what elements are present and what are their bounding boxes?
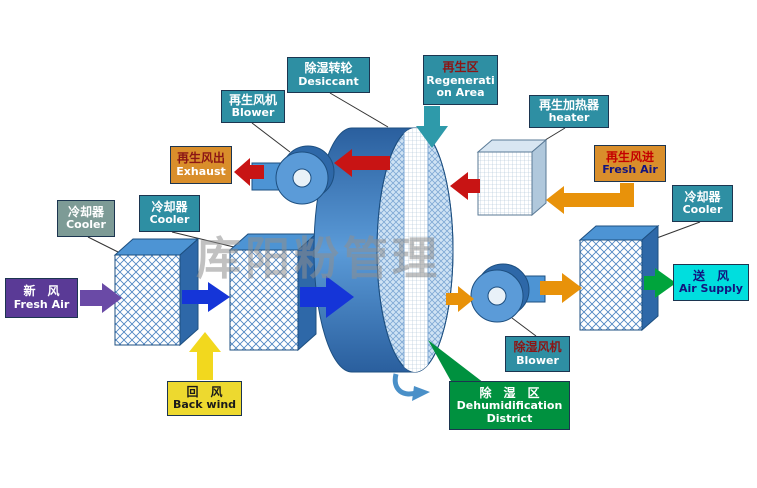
label-exhaust: 再生风出 Exhaust bbox=[170, 146, 232, 184]
dry-air-arrow-1 bbox=[446, 286, 474, 312]
label-fresh-air-en: Fresh Air bbox=[13, 297, 70, 311]
process-air-arrow-2 bbox=[300, 276, 354, 318]
desiccant-wheel bbox=[313, 127, 454, 401]
label-regen-fresh-air: 再生风进 Fresh Air bbox=[594, 145, 666, 182]
regen-hot-air-arrow bbox=[450, 172, 480, 200]
label-air-supply: 送 风 Air Supply bbox=[673, 264, 749, 301]
label-regeneration-area: 再生区 Regenerati on Area bbox=[423, 55, 498, 105]
label-dehumid-district: 除 湿 区 Dehumidification District bbox=[449, 381, 570, 430]
label-desiccant-zh: 除湿转轮 bbox=[304, 61, 353, 76]
label-cooler-right: 冷却器 Cooler bbox=[672, 185, 733, 222]
label-cooler-right-zh: 冷却器 bbox=[684, 189, 721, 204]
label-regen-blower: 再生风机 Blower bbox=[221, 90, 285, 123]
regen-blower-fan bbox=[251, 145, 335, 205]
label-cooler-far-left-zh: 冷却器 bbox=[67, 204, 104, 219]
dehumid-district-pointer bbox=[428, 340, 484, 383]
label-air-supply-en: Air Supply bbox=[679, 282, 743, 296]
label-fresh-air-zh: 新 风 bbox=[23, 284, 60, 299]
airflow-arrows bbox=[80, 106, 676, 383]
label-connector-lines bbox=[87, 92, 701, 337]
label-desiccant: 除湿转轮 Desiccant bbox=[287, 57, 370, 93]
label-dehumid-blower: 除湿风机 Blower bbox=[505, 336, 570, 372]
label-regen-heater-en: heater bbox=[548, 111, 590, 125]
label-back-wind-zh: 回 风 bbox=[186, 384, 223, 399]
regen-wet-air-arrow bbox=[334, 149, 390, 177]
fresh-air-arrow bbox=[80, 283, 122, 313]
label-dehumid-district-en: Dehumidification District bbox=[456, 399, 563, 425]
regen-heater-box bbox=[476, 138, 548, 217]
cooler-coil-left-1 bbox=[113, 237, 200, 347]
label-regeneration-area-zh: 再生区 bbox=[442, 60, 479, 75]
regen-area-arrow bbox=[416, 106, 448, 148]
cooler-coil-left-2 bbox=[228, 232, 318, 352]
label-air-supply-zh: 送 风 bbox=[692, 268, 729, 283]
label-exhaust-en: Exhaust bbox=[176, 164, 226, 178]
label-cooler-right-en: Cooler bbox=[682, 203, 723, 217]
label-dehumid-blower-en: Blower bbox=[516, 353, 559, 367]
label-regen-heater: 再生加热器 heater bbox=[529, 95, 609, 128]
label-dehumid-district-zh: 除 湿 区 bbox=[479, 385, 540, 400]
return-air-arrow bbox=[189, 332, 221, 380]
process-blower-fan bbox=[470, 263, 546, 323]
label-regen-blower-en: Blower bbox=[231, 106, 275, 120]
label-regen-blower-zh: 再生风机 bbox=[228, 92, 277, 107]
dry-air-arrow-2 bbox=[540, 273, 582, 303]
label-cooler-left-en: Cooler bbox=[149, 213, 190, 227]
regen-inlet-arrow bbox=[546, 186, 634, 214]
label-exhaust-zh: 再生风出 bbox=[176, 151, 225, 166]
label-fresh-air: 新 风 Fresh Air bbox=[5, 278, 78, 318]
label-cooler-left: 冷却器 Cooler bbox=[139, 195, 200, 232]
label-back-wind: 回 风 Back wind bbox=[167, 381, 242, 416]
exhaust-air-arrow bbox=[234, 158, 264, 186]
regeneration-sector-band bbox=[403, 128, 429, 372]
label-dehumid-blower-zh: 除湿风机 bbox=[513, 340, 562, 355]
label-back-wind-en: Back wind bbox=[172, 398, 237, 412]
process-air-arrow-1 bbox=[182, 282, 230, 312]
label-regen-fresh-air-en: Fresh Air bbox=[602, 163, 658, 177]
label-cooler-left-zh: 冷却器 bbox=[151, 199, 188, 214]
label-desiccant-en: Desiccant bbox=[298, 74, 359, 88]
label-regeneration-area-en: Regenerati on Area bbox=[426, 73, 495, 100]
supply-air-arrow bbox=[644, 268, 676, 298]
wheel-rotation-arrow bbox=[392, 373, 430, 401]
label-regen-heater-zh: 再生加热器 bbox=[538, 97, 599, 112]
label-cooler-far-left: 冷却器 Cooler bbox=[57, 200, 115, 237]
label-cooler-far-left-en: Cooler bbox=[66, 218, 106, 232]
label-regen-fresh-air-zh: 再生风进 bbox=[605, 149, 654, 164]
